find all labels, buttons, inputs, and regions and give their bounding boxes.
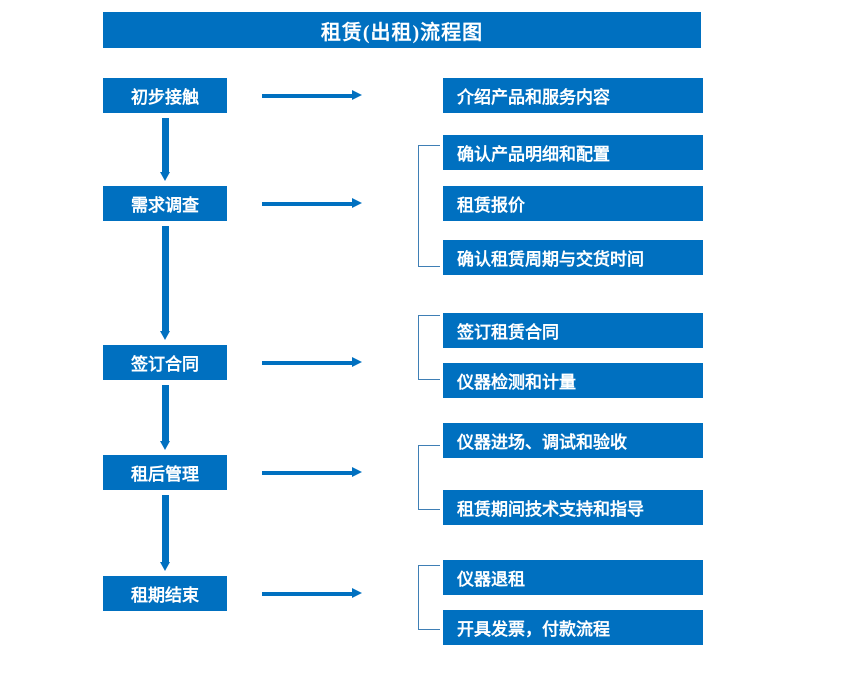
bracket-left-icon-2 [418,145,440,267]
bracket-left-icon-5 [418,565,440,630]
bracket-left-icon-4 [418,445,440,510]
arrow-down-icon-4 [160,495,170,571]
detail-node-2[interactable]: 确认产品明细和配置 [443,135,703,170]
arrow-down-icon-2 [160,226,170,340]
detail-node-1[interactable]: 介绍产品和服务内容 [443,78,703,113]
stage-node-1[interactable]: 初步接触 [103,78,227,113]
detail-node-5[interactable]: 签订租赁合同 [443,313,703,348]
arrow-right-icon-5 [262,588,362,598]
detail-node-9[interactable]: 仪器退租 [443,560,703,595]
bracket-left-icon-3 [418,315,440,380]
detail-node-3[interactable]: 租赁报价 [443,186,703,221]
stage-node-2[interactable]: 需求调查 [103,186,227,221]
detail-node-8[interactable]: 租赁期间技术支持和指导 [443,490,703,525]
detail-node-10[interactable]: 开具发票，付款流程 [443,610,703,645]
stage-node-5[interactable]: 租期结束 [103,576,227,611]
detail-node-6[interactable]: 仪器检测和计量 [443,363,703,398]
arrow-right-icon-1 [262,90,362,100]
stage-node-4[interactable]: 租后管理 [103,455,227,490]
arrow-right-icon-2 [262,198,362,208]
arrow-right-icon-4 [262,467,362,477]
stage-node-3[interactable]: 签订合同 [103,345,227,380]
arrow-down-icon-3 [160,385,170,450]
detail-node-4[interactable]: 确认租赁周期与交货时间 [443,240,703,275]
page-title: 租赁(出租)流程图 [103,12,701,48]
detail-node-7[interactable]: 仪器进场、调试和验收 [443,423,703,458]
arrow-right-icon-3 [262,357,362,367]
arrow-down-icon-1 [160,118,170,181]
